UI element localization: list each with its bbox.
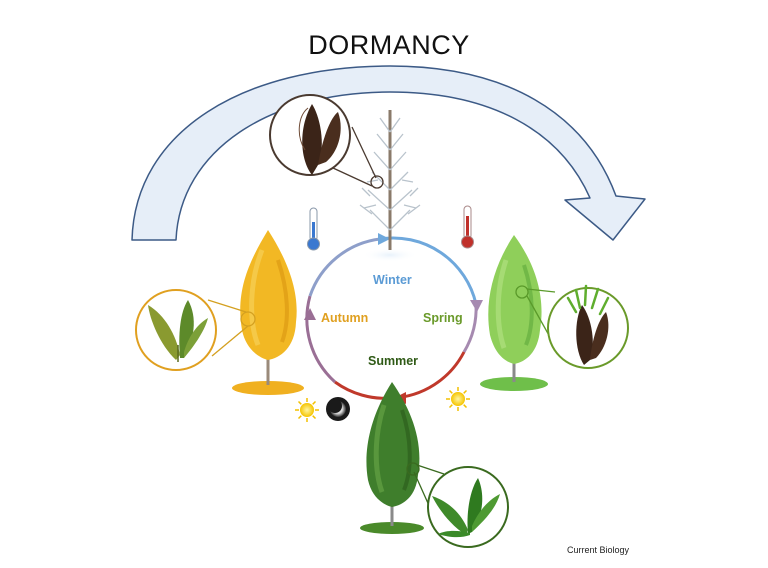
winter-bud-callout	[269, 94, 384, 189]
cycle-arrowhead	[470, 300, 483, 312]
autumn-tree	[232, 230, 304, 395]
season-label-spring: Spring	[423, 311, 463, 325]
thermometer-cold-icon	[307, 207, 320, 251]
season-label-autumn: Autumn	[321, 311, 369, 325]
spring-bud-callout	[515, 284, 629, 369]
cycle-arrowhead	[304, 308, 316, 320]
summer-leaf-callout	[406, 462, 509, 548]
summer-tree	[360, 382, 424, 534]
sun-icon	[446, 387, 470, 411]
season-label-summer: Summer	[368, 354, 419, 368]
thermometer-warm-icon	[461, 205, 474, 249]
autumn-leaf-callout	[135, 289, 256, 371]
season-cycle	[304, 233, 483, 404]
moon-icon	[326, 397, 350, 421]
season-label-winter: Winter	[373, 273, 412, 287]
diagram-title: DORMANCY	[308, 30, 470, 60]
spring-tree	[480, 235, 548, 391]
sun-icon	[295, 398, 319, 422]
cycle-arrowhead	[378, 233, 390, 245]
source-credit: Current Biology	[567, 545, 630, 555]
winter-tree	[359, 110, 421, 262]
